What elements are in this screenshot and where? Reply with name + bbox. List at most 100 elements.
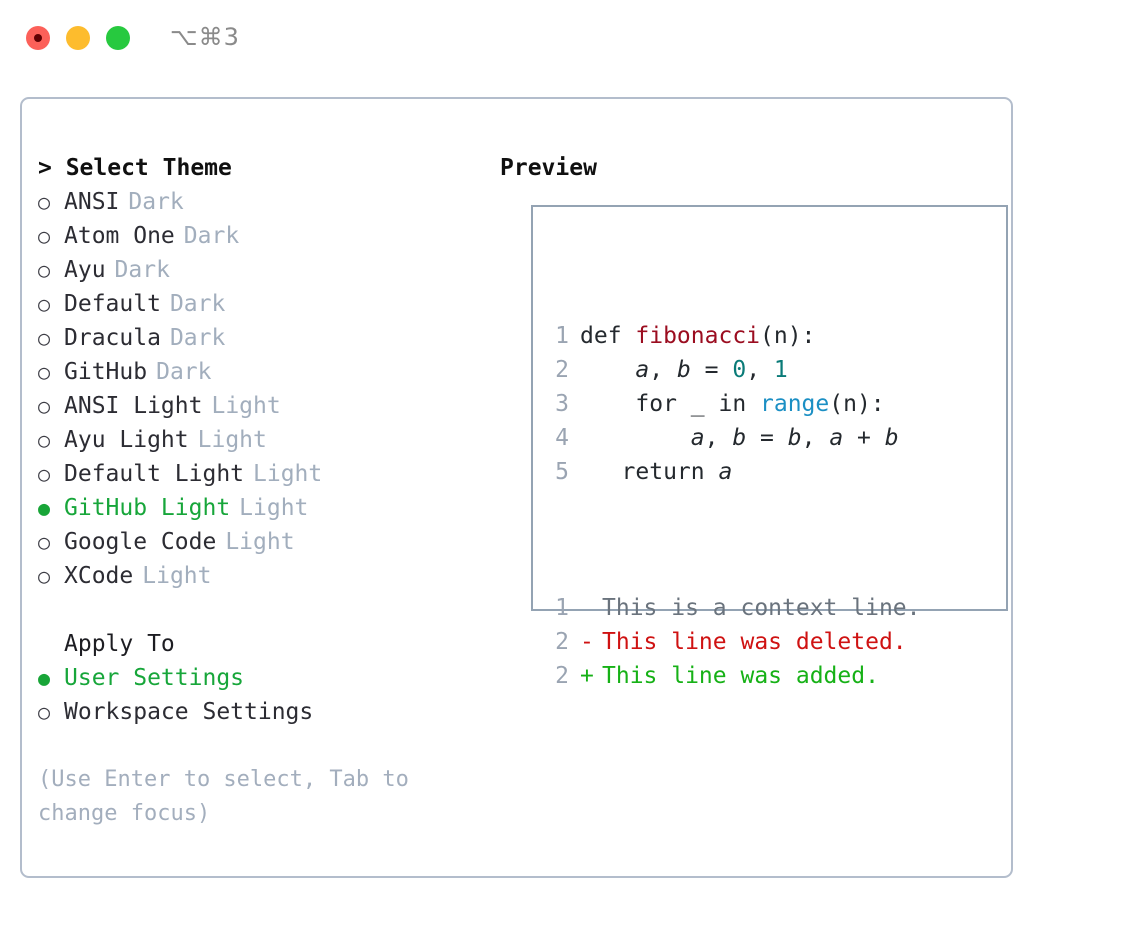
code-token: 1	[773, 357, 788, 383]
code-token: return	[580, 459, 719, 485]
code-token: a	[690, 425, 705, 451]
diff-sample: 1 This is a context line.2-This line was…	[553, 591, 921, 693]
code-token: b	[884, 425, 899, 451]
code-token: a	[635, 357, 650, 383]
apply-to-option[interactable]: ○ Workspace Settings	[38, 695, 488, 729]
theme-list-item[interactable]: ○ GitHub Dark	[38, 355, 488, 389]
theme-list-item[interactable]: ● GitHub Light Light	[38, 491, 488, 525]
diff-line: 2+This line was added.	[553, 659, 921, 693]
apply-to-label: Workspace Settings	[64, 699, 314, 725]
theme-name: Ayu	[64, 257, 106, 283]
line-number: 1	[555, 323, 569, 349]
theme-name: Dracula	[64, 325, 161, 351]
theme-variant-tag: Dark	[183, 223, 240, 249]
theme-variant-tag: Dark	[169, 325, 226, 351]
theme-variant-tag: Light	[239, 495, 309, 521]
radio-unselected-icon[interactable]: ○	[38, 224, 51, 248]
apply-to-heading: Apply To	[64, 631, 175, 657]
theme-name: Default	[64, 291, 161, 317]
line-number: 2	[555, 629, 569, 655]
code-line: 2 a, b = 0, 1	[553, 353, 921, 387]
radio-unselected-icon[interactable]: ○	[38, 700, 51, 724]
radio-unselected-icon[interactable]: ○	[38, 428, 51, 452]
theme-name: Default Light	[64, 461, 245, 487]
theme-variant-tag: Light	[211, 393, 281, 419]
code-token: fibonacci	[635, 323, 761, 349]
radio-selected-icon[interactable]: ●	[38, 496, 51, 520]
theme-list-item[interactable]: ○ Default Dark	[38, 287, 488, 321]
line-number: 3	[555, 391, 569, 417]
diff-marker: -	[580, 629, 594, 655]
theme-variant-tag: Light	[225, 529, 295, 555]
diff-line: 2-This line was deleted.	[553, 625, 921, 659]
line-number: 2	[555, 357, 569, 383]
radio-unselected-icon[interactable]: ○	[38, 530, 51, 554]
apply-to-option[interactable]: ●User Settings	[38, 661, 488, 695]
code-token: for _ in	[580, 391, 761, 417]
minimize-window-button[interactable]	[66, 26, 90, 50]
code-line: 4 a, b = b, a + b	[553, 421, 921, 455]
code-token: b	[787, 425, 802, 451]
code-token: b	[676, 357, 691, 383]
select-theme-heading: > Select Theme	[38, 155, 232, 181]
theme-variant-tag: Light	[253, 461, 323, 487]
radio-unselected-icon[interactable]: ○	[38, 292, 51, 316]
code-token: ,	[649, 357, 677, 383]
code-token	[580, 357, 635, 383]
theme-list-item[interactable]: ○ Dracula Dark	[38, 321, 488, 355]
line-number: 2	[555, 663, 569, 689]
diff-marker	[580, 591, 591, 625]
code-token: ,	[801, 425, 830, 451]
maximize-window-button[interactable]	[106, 26, 130, 50]
radio-unselected-icon[interactable]: ○	[38, 394, 51, 418]
diff-text: This is a context line.	[602, 595, 921, 621]
line-number: 1	[555, 595, 569, 621]
theme-variant-tag: Dark	[156, 359, 212, 385]
keyboard-shortcut-label: ⌥⌘3	[170, 23, 240, 51]
code-token: 0	[732, 357, 747, 383]
theme-list-item[interactable]: ○ Atom One Dark	[38, 219, 488, 253]
theme-name: Google Code	[64, 529, 217, 555]
radio-unselected-icon[interactable]: ○	[38, 360, 51, 384]
theme-list-item[interactable]: ○ Default Light Light	[38, 457, 488, 491]
code-token: =	[690, 357, 733, 383]
radio-selected-icon[interactable]: ●	[38, 666, 51, 690]
theme-variant-tag: Light	[142, 563, 212, 589]
radio-unselected-icon[interactable]: ○	[38, 326, 51, 350]
theme-name: Ayu Light	[64, 427, 189, 453]
close-window-button[interactable]	[26, 26, 50, 50]
apply-to-list: ●User Settings ○ Workspace Settings	[38, 661, 488, 729]
theme-variant-tag: Dark	[114, 257, 170, 283]
theme-list-item[interactable]: ○ Google Code Light	[38, 525, 488, 559]
code-token: ,	[746, 357, 774, 383]
code-token: a	[718, 459, 733, 485]
diff-line: 1 This is a context line.	[553, 591, 921, 625]
code-token: (n):	[829, 391, 885, 417]
code-token: range	[760, 391, 830, 417]
theme-variant-tag: Dark	[169, 291, 226, 317]
code-token: (n):	[760, 323, 816, 349]
theme-name: GitHub Light	[64, 495, 231, 521]
radio-unselected-icon[interactable]: ○	[38, 564, 51, 588]
preview-heading: Preview	[500, 155, 597, 181]
theme-variant-tag: Dark	[128, 189, 184, 215]
theme-list-item[interactable]: ○ ANSI Dark	[38, 185, 488, 219]
theme-name: GitHub	[64, 359, 148, 385]
radio-unselected-icon[interactable]: ○	[38, 190, 51, 214]
theme-list-item[interactable]: ○ Ayu Dark	[38, 253, 488, 287]
theme-name: ANSI	[64, 189, 120, 215]
theme-name: Atom One	[64, 223, 175, 249]
radio-unselected-icon[interactable]: ○	[38, 258, 51, 282]
radio-unselected-icon[interactable]: ○	[38, 462, 51, 486]
code-token: =	[746, 425, 788, 451]
code-token: +	[843, 425, 885, 451]
